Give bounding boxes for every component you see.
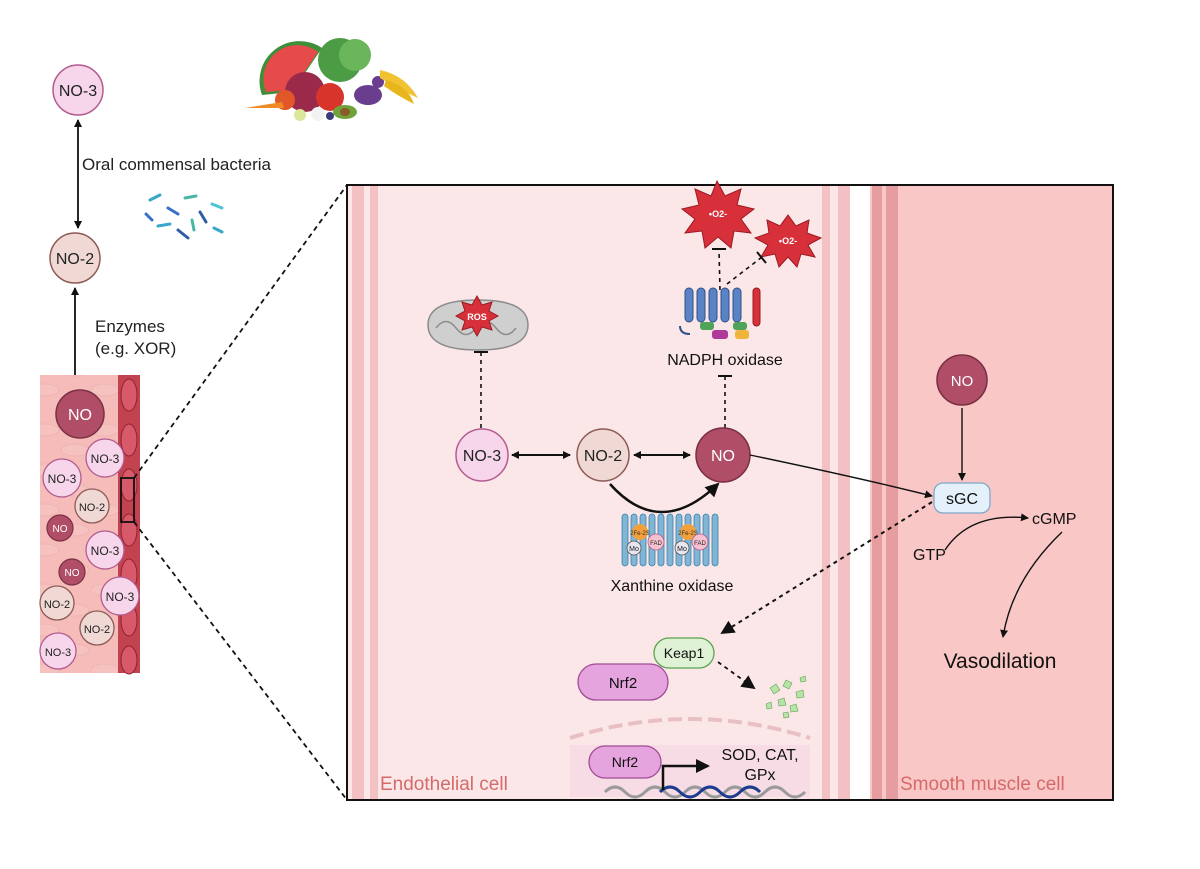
superoxide-burst-icon: •O2-	[680, 179, 756, 249]
nrf2-node: Nrf2	[577, 663, 669, 701]
vessel-nitrate: NO-3	[100, 576, 140, 616]
arrow-endo-no-sgc	[749, 454, 933, 499]
cgmp-label: cGMP	[1032, 511, 1076, 528]
svg-text:NO-2: NO-2	[584, 448, 622, 465]
svg-text:NO: NO	[65, 568, 80, 579]
svg-text:FAD: FAD	[694, 541, 706, 547]
nitrite-node: NO-2	[49, 232, 101, 284]
svg-text:NO: NO	[68, 407, 92, 424]
vessel-no-small: NO	[46, 514, 74, 542]
xo-reduction-arrow	[609, 482, 720, 514]
superoxide-burst-icon: •O2-	[753, 214, 823, 268]
vessel-no: NO	[55, 389, 105, 439]
svg-text:•O2-: •O2-	[779, 236, 797, 246]
zoom-line-top	[133, 184, 348, 479]
svg-text:NO-3: NO-3	[463, 448, 501, 465]
vessel-nitrite: NO-2	[74, 488, 110, 524]
vessel-nitrite: NO-2	[79, 610, 115, 646]
endo-nitrate-node: NO-3	[455, 428, 509, 482]
dna-icon	[603, 785, 807, 799]
zoom-box	[120, 477, 135, 523]
vessel-no-small: NO	[58, 558, 86, 586]
smooth-muscle-cell-label: Smooth muscle cell	[900, 774, 1065, 795]
vasodilation-label: Vasodilation	[944, 650, 1057, 673]
svg-text:NO-2: NO-2	[79, 502, 105, 514]
svg-text:NO-2: NO-2	[44, 599, 70, 611]
cell-panel	[346, 184, 1114, 801]
transcription-arrow	[661, 759, 710, 790]
xanthine-oxidase-icon: 2Fe-2S 2Fe-2S Mo Mo FAD FAD	[621, 513, 719, 567]
nitrate-node: NO-3	[52, 64, 104, 116]
ros-burst-icon: ROS	[454, 294, 500, 338]
svg-text:NO: NO	[951, 373, 974, 390]
svg-text:NO-3: NO-3	[48, 472, 77, 486]
sm-no-node: NO	[936, 354, 988, 406]
xanthine-oxidase-label: Xanthine oxidase	[611, 578, 734, 595]
blood-vessel: NO NO-3 NO-3 NO-2 NO NO-3 NO NO-3	[39, 375, 140, 675]
nrf2-activation-arrow	[720, 501, 933, 635]
svg-text:NO-3: NO-3	[91, 452, 120, 466]
superoxide-label: •O2-	[709, 209, 727, 219]
degraded-protein-icon	[765, 675, 807, 719]
svg-text:Keap1: Keap1	[664, 645, 705, 661]
bacteria-icon	[144, 193, 224, 240]
nitrite-label: NO-2	[56, 251, 94, 268]
vessel-nitrate: NO-3	[39, 632, 77, 670]
svg-text:2Fe-2S: 2Fe-2S	[630, 531, 650, 537]
svg-text:sGC: sGC	[946, 491, 978, 508]
gtp-label: GTP	[913, 547, 946, 564]
arrow-gtp-cgmp	[944, 513, 1029, 551]
svg-text:Mo: Mo	[677, 546, 687, 553]
antioxidant-genes-label-2: GPx	[744, 767, 775, 784]
nadph-oxidase-icon	[679, 287, 761, 339]
ros-label: ROS	[467, 312, 487, 322]
vessel-nitrate: NO-3	[42, 458, 82, 498]
enzymes-example-label: (e.g. XOR)	[95, 339, 176, 358]
svg-text:NO-3: NO-3	[45, 647, 71, 659]
nadph-oxidase-label: NADPH oxidase	[667, 352, 783, 369]
svg-text:NO: NO	[53, 524, 68, 535]
left-pathway: NO-3 Oral commensal bacteria NO-2 Enzyme…	[49, 64, 272, 389]
enzymes-label: Enzymes	[95, 317, 165, 336]
svg-text:2Fe-2S: 2Fe-2S	[678, 531, 698, 537]
svg-text:Mo: Mo	[629, 546, 639, 553]
svg-text:Nrf2: Nrf2	[612, 754, 639, 770]
nitrate-label: NO-3	[59, 83, 97, 100]
svg-text:NO-3: NO-3	[91, 544, 120, 558]
fruit-vegetables-icon	[245, 38, 418, 121]
sgc-node: sGC	[933, 482, 991, 514]
vessel-nitrite: NO-2	[39, 585, 75, 621]
endo-no-node: NO	[695, 427, 751, 483]
svg-text:NO-2: NO-2	[84, 624, 110, 636]
oral-bacteria-label: Oral commensal bacteria	[82, 155, 272, 174]
vessel-nitrate: NO-3	[85, 438, 125, 478]
endothelial-cell-label: Endothelial cell	[380, 774, 508, 795]
svg-text:FAD: FAD	[650, 541, 662, 547]
svg-text:Nrf2: Nrf2	[609, 675, 637, 692]
keap1-node: Keap1	[653, 637, 715, 669]
svg-text:NO: NO	[711, 448, 735, 465]
vessel-nitrate: NO-3	[85, 530, 125, 570]
zoom-line-bottom	[133, 521, 348, 801]
arrow-cgmp-vasodilation	[1000, 531, 1063, 638]
inhibit-superoxide-1	[718, 249, 721, 291]
nrf2-nucleus-node: Nrf2	[588, 745, 662, 779]
svg-text:NO-3: NO-3	[106, 590, 135, 604]
endo-nitrite-node: NO-2	[576, 428, 630, 482]
antioxidant-genes-label: SOD, CAT,	[721, 747, 798, 764]
